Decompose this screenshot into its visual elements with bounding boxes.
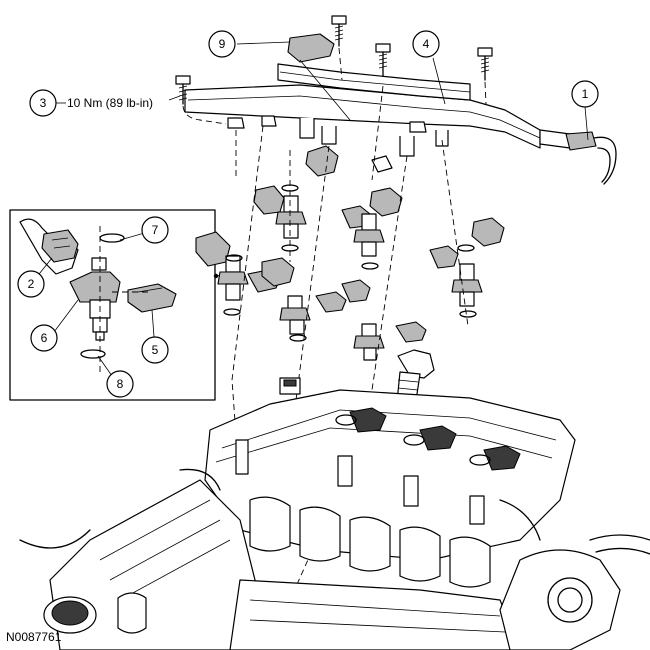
callout-2: 2 bbox=[17, 270, 45, 298]
callout-6-label: 6 bbox=[41, 331, 48, 345]
fuel-rail bbox=[184, 33, 617, 185]
callout-2-label: 2 bbox=[28, 277, 35, 291]
callout-1: 1 bbox=[571, 80, 599, 141]
fuel-rail-bolts bbox=[175, 15, 493, 105]
callout-3-label: 3 bbox=[40, 96, 47, 110]
callout-6: 6 bbox=[30, 324, 58, 352]
callout-7: 7 bbox=[141, 216, 169, 244]
callout-7-label: 7 bbox=[152, 223, 159, 237]
callout-9-label: 9 bbox=[219, 37, 226, 51]
callout-1-label: 1 bbox=[582, 87, 589, 101]
injector-detail-inset bbox=[9, 209, 216, 401]
callout-8: 8 bbox=[106, 370, 134, 398]
callout-3: 3 10 Nm (89 lb-in) bbox=[29, 89, 181, 117]
inset-anchor-dot bbox=[213, 273, 219, 279]
engine-assembly bbox=[19, 349, 650, 650]
callout-5: 5 bbox=[141, 336, 169, 364]
injector-assemblies bbox=[195, 145, 505, 361]
callout-9: 9 bbox=[208, 30, 351, 121]
torque-spec-text: 10 Nm (89 lb-in) bbox=[67, 96, 153, 110]
callout-4: 4 bbox=[412, 30, 446, 105]
callout-4-label: 4 bbox=[423, 37, 430, 51]
figure-id: N0087761 bbox=[6, 630, 62, 644]
callout-8-label: 8 bbox=[117, 377, 124, 391]
callout-5-label: 5 bbox=[152, 343, 159, 357]
